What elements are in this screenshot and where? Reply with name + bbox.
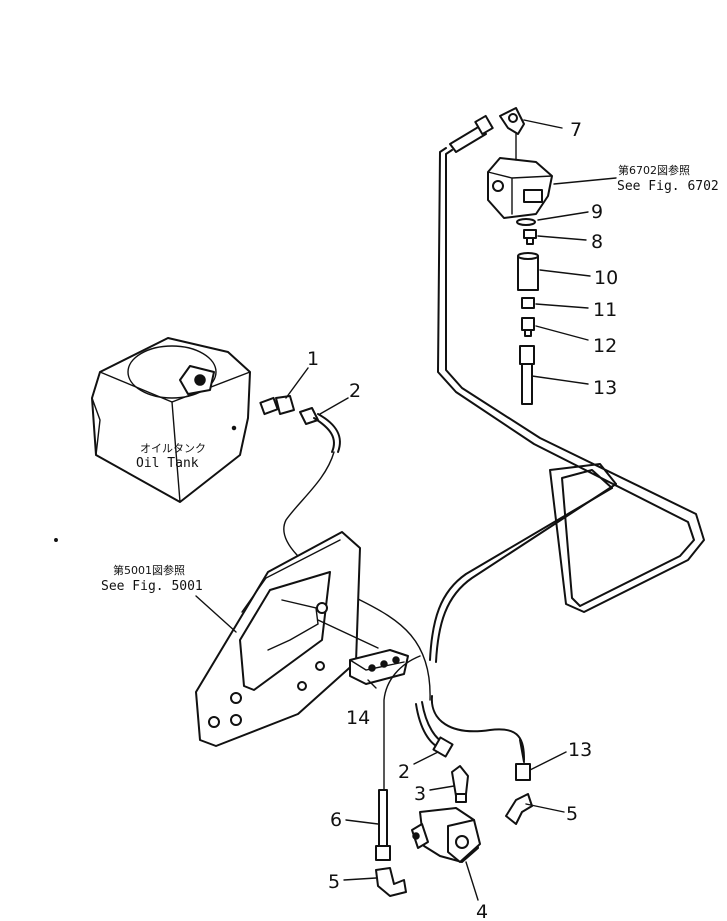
callout-11: 11 — [593, 299, 617, 321]
steel-pipe-outer — [437, 147, 695, 607]
ref-5001-label-jp: 第5001図参照 — [113, 563, 185, 577]
callout-12: 12 — [593, 335, 617, 357]
callout-leaders — [285, 119, 591, 901]
bolt-fitting — [449, 114, 494, 153]
callout-13-upper: 13 — [593, 377, 617, 399]
leader-6702 — [553, 177, 617, 185]
leader-5001 — [195, 595, 237, 633]
callout-4: 4 — [476, 901, 488, 921]
callout-14: 14 — [346, 707, 370, 729]
nut-part-11 — [521, 297, 535, 309]
leader-block-line — [317, 619, 379, 649]
block-part-14 — [349, 649, 409, 685]
control-valve — [487, 157, 553, 219]
callout-1: 1 — [307, 348, 319, 370]
callout-2-upper: 2 — [349, 380, 361, 402]
elbow-fitting-1 — [259, 395, 295, 416]
hose-13-lower — [515, 739, 531, 781]
connector-part-12 — [521, 317, 535, 337]
ref-6702-label-jp: 第6702図参照 — [618, 163, 690, 177]
mounting-bracket-plate — [195, 531, 361, 747]
steel-pipe-inner — [445, 149, 705, 613]
oil-tank — [91, 337, 251, 503]
callout-6: 6 — [330, 809, 342, 831]
ref-6702-label-en: See Fig. 6702 — [617, 179, 719, 194]
stray-mark — [54, 538, 58, 542]
filter-cylinder-part-10 — [517, 252, 539, 291]
callout-2-lower: 2 — [398, 761, 410, 783]
ref-5001-label-en: See Fig. 5001 — [101, 579, 203, 594]
pipe-cross-left — [429, 487, 613, 661]
callout-3: 3 — [414, 783, 426, 805]
callout-5-right: 5 — [566, 803, 578, 825]
elbow-fitting-3 — [451, 765, 469, 803]
callout-10: 10 — [594, 267, 618, 289]
pump-part-4 — [411, 807, 481, 863]
tank-mark — [231, 425, 237, 431]
callout-8: 8 — [591, 231, 603, 253]
nipple-part-8 — [523, 229, 537, 245]
pipe-cross-right — [435, 483, 617, 663]
hose-13-upper — [519, 345, 535, 405]
elbow-fitting-5-lower — [375, 867, 407, 897]
hose-13-lower-path — [430, 695, 525, 761]
pipe-part-6 — [375, 655, 421, 861]
elbow-fitting-7 — [499, 107, 525, 161]
callout-9: 9 — [591, 201, 603, 223]
oil-tank-label-jp: オイルタンク — [140, 442, 206, 455]
elbow-fitting-5-right — [505, 793, 533, 825]
callout-5-lower: 5 — [328, 871, 340, 893]
hose-2-upper — [299, 407, 341, 453]
callout-7: 7 — [570, 119, 582, 141]
callout-13-lower: 13 — [568, 739, 592, 761]
o-ring-part-9 — [516, 218, 536, 226]
oil-tank-label-en: Oil Tank — [136, 456, 199, 471]
